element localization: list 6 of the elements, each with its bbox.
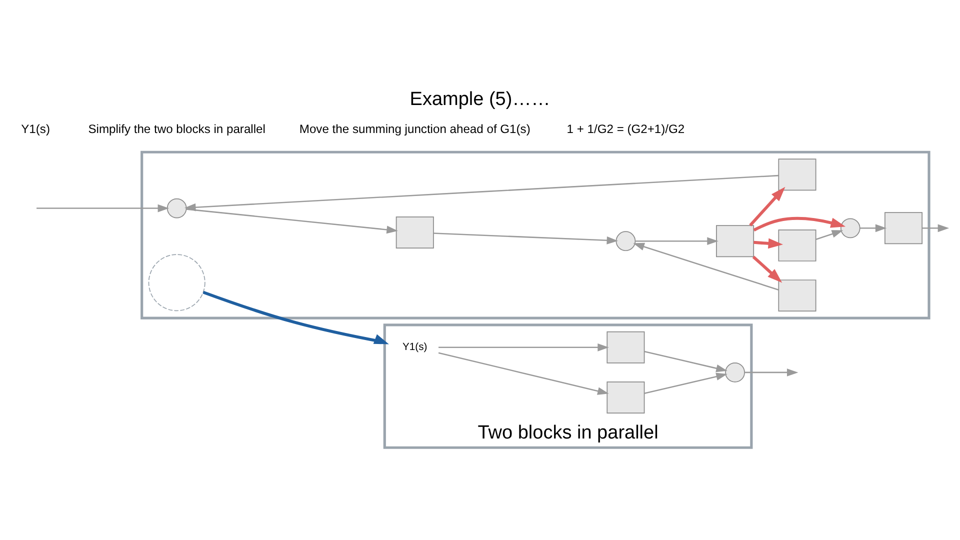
diagram-title: Example (5)……	[410, 88, 550, 110]
label: Move the summing junction ahead of G1(s)	[299, 121, 530, 136]
node-text: Y1(s)	[402, 342, 428, 353]
label: Y1(s)	[21, 121, 50, 136]
label: 1 + 1/G2 = (G2+1)/G2	[566, 121, 685, 136]
label: Simplify the two blocks in parallel	[88, 121, 266, 136]
